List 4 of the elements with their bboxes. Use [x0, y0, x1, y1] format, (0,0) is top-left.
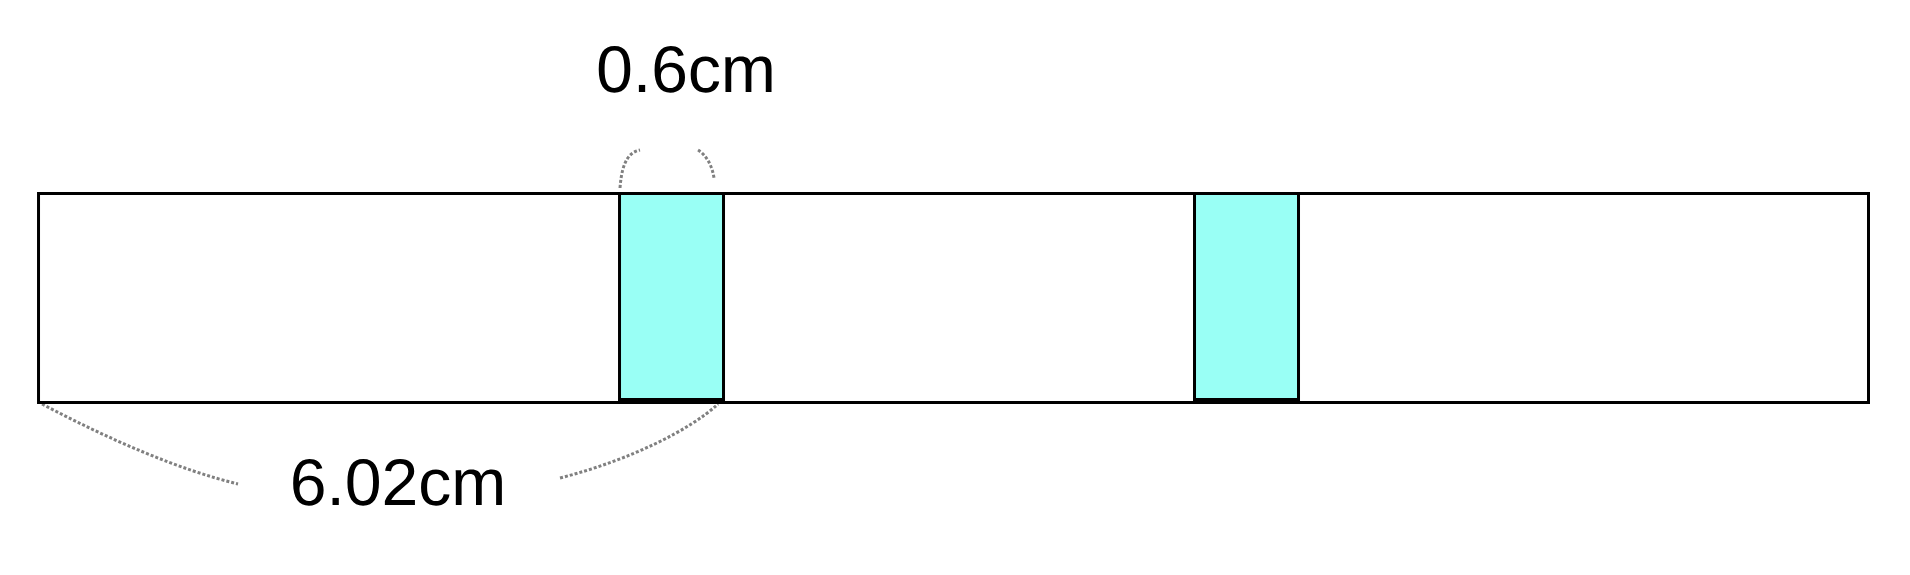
dimension-label: 6.02cm	[293, 458, 502, 506]
band	[1193, 192, 1300, 401]
band	[618, 192, 725, 401]
dimension-label: 0.6cm	[598, 45, 772, 93]
